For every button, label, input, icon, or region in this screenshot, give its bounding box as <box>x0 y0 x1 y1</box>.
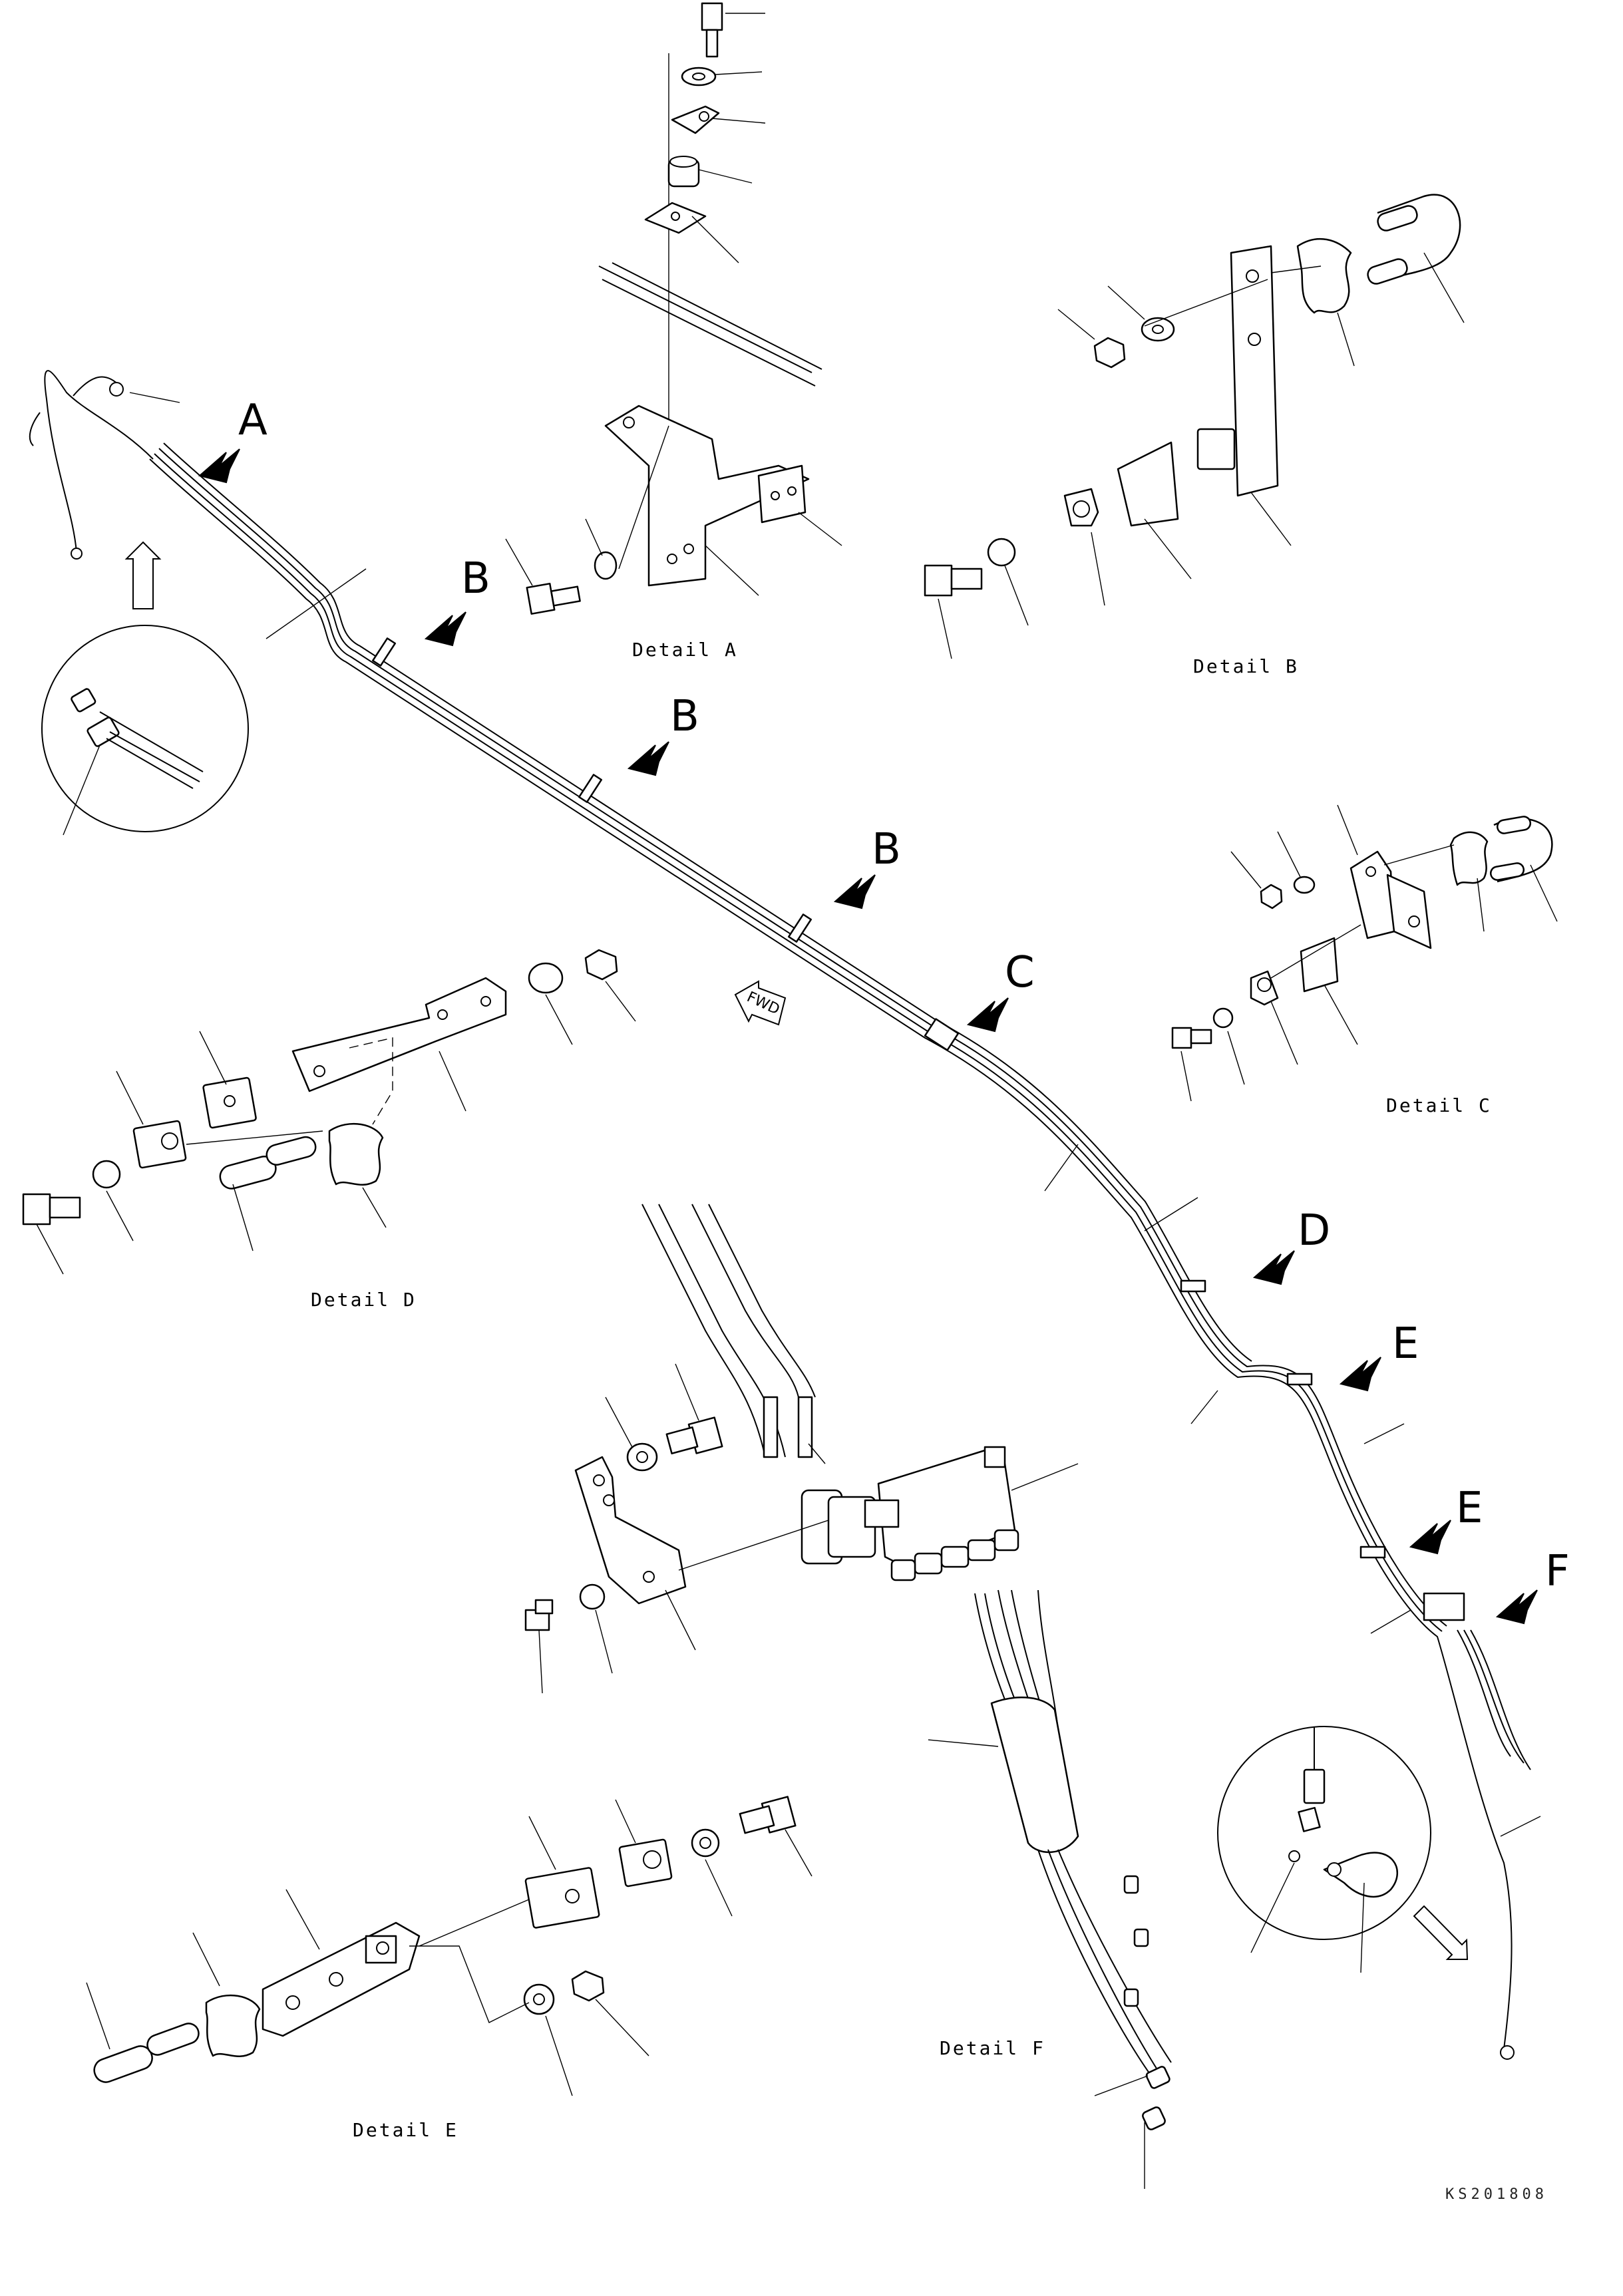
callout-arrows <box>124 448 1538 1960</box>
clamp-icon <box>1449 831 1489 886</box>
washer-icon <box>579 1583 606 1610</box>
magnifier-lower-right <box>1217 1726 1431 1973</box>
bracket-icon <box>574 1456 687 1605</box>
callout-label-a: A <box>238 396 268 445</box>
bolt-icon <box>22 1193 51 1226</box>
callout-label-b-1: B <box>461 554 490 603</box>
detail-e-title: Detail E <box>353 2119 458 2141</box>
callout-arrow-icon <box>627 741 669 776</box>
callout-label-d: D <box>1298 1206 1331 1255</box>
callout-label-b-2: B <box>670 692 699 741</box>
callout-arrow-icon <box>1495 1589 1538 1625</box>
callout-arrow-icon <box>1409 1520 1451 1555</box>
callout-label-c: C <box>1005 948 1035 997</box>
main-line-bundle <box>29 370 1531 2060</box>
callout-arrow-icon <box>1339 1357 1381 1392</box>
bolt-icon <box>924 564 953 597</box>
nut-icon <box>584 949 618 981</box>
forward-arrow-icon <box>124 541 162 609</box>
forward-arrow-icon <box>1413 1905 1469 1960</box>
bolt-icon <box>526 582 556 615</box>
block-icon <box>524 1867 600 1929</box>
detail-f-group <box>524 1204 1172 2189</box>
clamp-icon <box>1296 238 1352 314</box>
callout-arrow-icon <box>966 997 1009 1033</box>
bolt-icon <box>1171 1027 1192 1049</box>
washer-icon <box>1212 1007 1234 1029</box>
drawing-code: KS201808 <box>1445 2186 1548 2203</box>
detail-b-title: Detail B <box>1193 655 1299 677</box>
detail-b-group <box>924 194 1465 659</box>
washer-icon <box>1293 876 1316 894</box>
callout-arrow-icon <box>833 874 876 909</box>
magnifier-upper-left <box>41 625 249 836</box>
bracket-icon <box>1230 245 1279 497</box>
callout-label-f: F <box>1545 1547 1570 1596</box>
clamp-icon <box>671 105 720 134</box>
hose-icon <box>974 1589 1172 2130</box>
callout-arrow-icon <box>198 448 240 484</box>
bolt-icon <box>701 2 723 31</box>
bracket-icon <box>604 405 810 587</box>
bracket-icon <box>1117 441 1179 527</box>
clamp-icon <box>1323 1852 1399 1898</box>
detail-e-group <box>86 1796 812 2096</box>
washer-icon <box>594 551 618 580</box>
nut-icon <box>571 1970 605 2002</box>
clamp-icon <box>328 1122 384 1186</box>
detail-a-group <box>505 2 842 615</box>
detail-c-title: Detail C <box>1386 1094 1492 1116</box>
detail-d-title: Detail D <box>311 1289 417 1311</box>
bracket-icon <box>291 977 507 1092</box>
detail-d-group <box>22 949 636 1275</box>
block-icon <box>132 1120 187 1169</box>
nut-icon <box>1260 884 1283 909</box>
nut-icon <box>1093 337 1126 369</box>
callout-arrow-icon <box>424 611 466 647</box>
clamp-icon <box>205 1994 261 2057</box>
washer-icon <box>987 538 1016 567</box>
bracket-icon <box>1350 850 1395 939</box>
callout-label-e-2: E <box>1456 1484 1483 1533</box>
callout-label-b-3: B <box>872 825 901 874</box>
detail-f-title: Detail F <box>940 2037 1045 2059</box>
block-icon <box>1196 428 1236 470</box>
callout-label-e-1: E <box>1392 1319 1419 1369</box>
detail-c-group <box>1171 804 1558 1102</box>
detail-a-title: Detail A <box>632 639 738 661</box>
manifold-icon <box>801 1446 1019 1581</box>
washer-icon <box>528 962 564 994</box>
washer-icon <box>92 1160 121 1189</box>
callout-arrow-icon <box>1252 1250 1295 1285</box>
forward-arrow-icon <box>734 980 787 1026</box>
